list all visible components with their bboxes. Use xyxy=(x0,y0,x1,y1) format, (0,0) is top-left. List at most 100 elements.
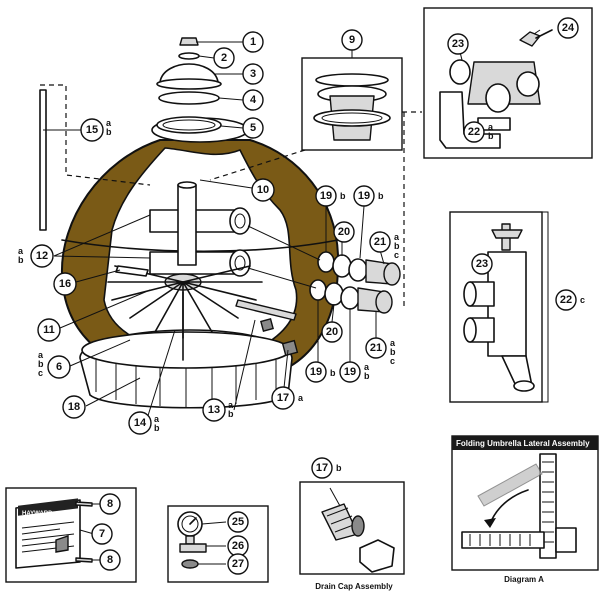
svg-text:17: 17 xyxy=(316,462,328,474)
callout-23-a: 23 xyxy=(447,33,469,55)
svg-text:21: 21 xyxy=(370,342,382,354)
callout-17-b: 17 xyxy=(311,457,333,479)
svg-text:24: 24 xyxy=(562,22,575,34)
callout-8-b: 8 xyxy=(99,549,121,571)
callout-22-a: 22 xyxy=(463,121,485,143)
callout-18: 18 xyxy=(62,395,86,419)
callout-7: 7 xyxy=(91,523,113,545)
svg-text:19: 19 xyxy=(310,366,322,378)
svg-text:8: 8 xyxy=(107,554,113,566)
internal-pipes xyxy=(149,181,251,277)
box-drain-cap: Drain Cap Assembly xyxy=(299,481,405,591)
svg-text:19: 19 xyxy=(358,190,370,202)
svg-text:17: 17 xyxy=(277,392,289,404)
callout-23-b: 23 xyxy=(471,253,493,275)
callout-17: 17 xyxy=(271,386,295,410)
svg-text:2: 2 xyxy=(221,52,227,64)
callout-19-d: 19 xyxy=(339,361,361,383)
callout-19-a: 19 xyxy=(315,185,337,207)
svg-text:13: 13 xyxy=(208,404,220,416)
variant-19c: b xyxy=(330,368,336,378)
svg-text:6: 6 xyxy=(56,361,62,373)
svg-text:9: 9 xyxy=(349,34,355,46)
callout-10: 10 xyxy=(251,178,275,202)
callout-19-c: 19 xyxy=(305,361,327,383)
callout-13: 13 xyxy=(202,398,226,422)
standpipe xyxy=(39,89,47,231)
leader-lines xyxy=(43,29,541,565)
callout-24: 24 xyxy=(557,17,579,39)
variant-17b: b xyxy=(336,463,342,473)
variant-22b: c xyxy=(580,295,585,305)
callout-21-b: 21 xyxy=(365,337,387,359)
callout-3: 3 xyxy=(242,63,264,85)
callout-2: 2 xyxy=(213,47,235,69)
label-brand-text: HAYWARD xyxy=(22,511,53,517)
callout-15: 15 xyxy=(80,118,104,142)
box-gauge xyxy=(167,505,269,583)
svg-text:19: 19 xyxy=(344,366,356,378)
lateral-spokes xyxy=(107,265,263,361)
box-valve-side xyxy=(449,211,543,403)
drain-rod xyxy=(235,299,299,357)
callout-group: 1 2 3 4 5 9 10 15 12 16 11 6 18 14 13 17… xyxy=(30,17,579,575)
svg-text:19: 19 xyxy=(320,190,332,202)
svg-text:26: 26 xyxy=(232,540,244,552)
svg-text:21: 21 xyxy=(374,236,386,248)
callout-8-a: 8 xyxy=(99,493,121,515)
svg-text:20: 20 xyxy=(338,226,350,238)
callout-9: 9 xyxy=(341,29,363,51)
svg-text:22: 22 xyxy=(468,126,480,138)
air-relief-part xyxy=(115,265,149,277)
svg-text:8: 8 xyxy=(107,498,113,510)
variant-19a: b xyxy=(340,191,346,201)
callout-1: 1 xyxy=(242,31,264,53)
callout-5: 5 xyxy=(242,117,264,139)
svg-text:5: 5 xyxy=(250,122,256,134)
svg-text:23: 23 xyxy=(476,258,488,270)
callout-21-a: 21 xyxy=(369,231,391,253)
svg-text:7: 7 xyxy=(99,528,105,540)
callout-6: 6 xyxy=(47,355,71,379)
svg-text:15: 15 xyxy=(86,124,98,136)
svg-text:18: 18 xyxy=(68,401,80,413)
callout-27: 27 xyxy=(227,553,249,575)
variant-17: a xyxy=(298,393,304,403)
box-valve-top xyxy=(423,7,593,159)
svg-text:20: 20 xyxy=(326,326,338,338)
callout-11: 11 xyxy=(37,318,61,342)
callout-14: 14 xyxy=(128,411,152,435)
fittings-upper xyxy=(317,251,401,286)
svg-text:16: 16 xyxy=(59,278,71,290)
box-warning-label: HAYWARD xyxy=(5,487,137,583)
lid-assembly xyxy=(156,37,222,134)
callout-16: 16 xyxy=(53,272,77,296)
diagram-a-caption: Diagram A xyxy=(504,575,544,584)
callout-22-b: 22 xyxy=(555,289,577,311)
svg-text:22: 22 xyxy=(560,294,572,306)
svg-text:23: 23 xyxy=(452,38,464,50)
tank-base xyxy=(79,329,293,409)
svg-text:27: 27 xyxy=(232,558,244,570)
svg-text:3: 3 xyxy=(250,68,256,80)
callout-25: 25 xyxy=(227,511,249,533)
variant-19b: b xyxy=(378,191,384,201)
callout-20-a: 20 xyxy=(333,221,355,243)
callout-19-b: 19 xyxy=(353,185,375,207)
svg-text:4: 4 xyxy=(250,94,257,106)
drain-cap-caption: Drain Cap Assembly xyxy=(315,582,393,591)
callout-20-b: 20 xyxy=(321,321,343,343)
callout-26: 26 xyxy=(227,535,249,557)
svg-text:11: 11 xyxy=(43,324,55,336)
